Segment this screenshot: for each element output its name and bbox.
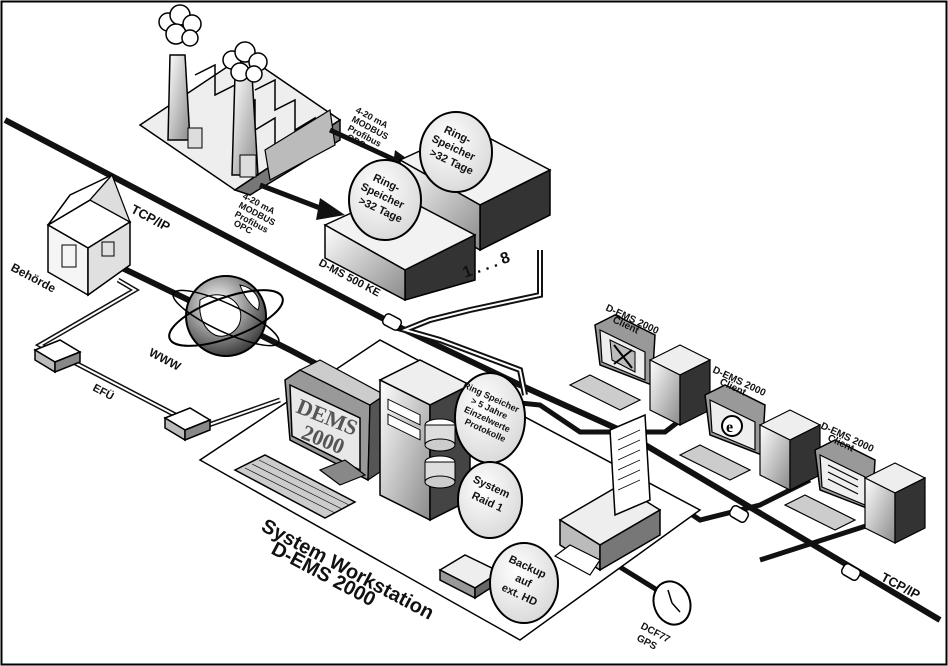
factory [140, 5, 340, 195]
ring-memory-bubble-lower: Ring- Speicher >32 Tage [349, 160, 421, 240]
client-workstation [570, 315, 710, 425]
raid-bubble: System Raid 1 [458, 462, 522, 538]
browser-icon: e [726, 419, 733, 436]
ring-memory-bubble-upper: Ring- Speicher >32 Tage [420, 112, 492, 192]
globe-icon [163, 276, 289, 357]
www-label: WWW [147, 345, 184, 374]
clock-icon [648, 576, 697, 630]
protocol-labels-upper: 4-20 mA MODBUS Profibus OPC [345, 105, 390, 150]
backup-bubble: Backup auf ext. HD [490, 543, 558, 623]
protocol-labels-lower: 4-20 mA MODBUS Profibus OPC [232, 191, 277, 236]
ring-memory-bubble-main: Ring Speicher > 5 Jahre Einzelwerte Prot… [455, 373, 525, 463]
authority-house [48, 175, 130, 295]
